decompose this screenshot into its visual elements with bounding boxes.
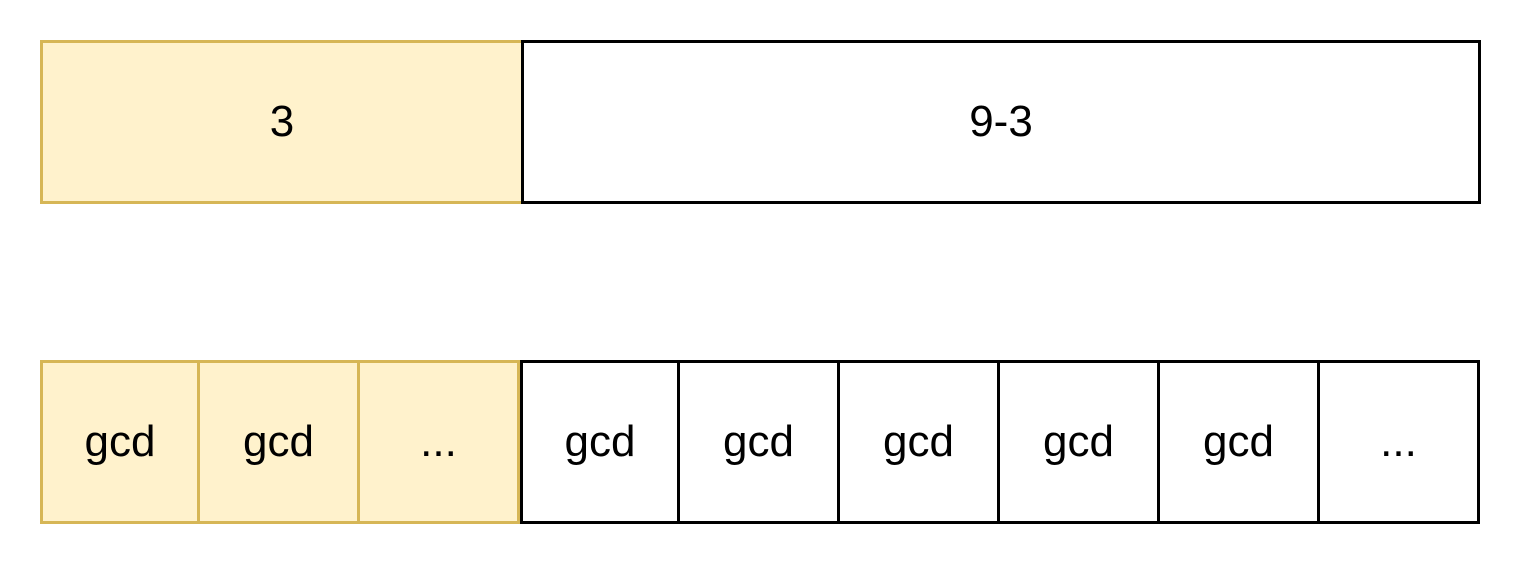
bottom-highlight-cell-1: gcd <box>40 360 200 524</box>
cell-label: gcd <box>1043 417 1114 466</box>
bottom-highlight-cell-2: gcd <box>200 360 360 524</box>
cell-label: ... <box>420 417 457 466</box>
cell-label: gcd <box>564 417 636 466</box>
bottom-row: gcd gcd ... gcd gcd gcd gcd gcd ... <box>40 360 1484 524</box>
bottom-plain-cell-4: gcd <box>1000 360 1160 524</box>
cell-label: gcd <box>883 417 954 466</box>
top-left-label: 3 <box>269 97 295 146</box>
bottom-plain-cell-3: gcd <box>840 360 1000 524</box>
cell-label: gcd <box>723 417 794 466</box>
bottom-plain-cell-6: ... <box>1320 360 1480 524</box>
bottom-plain-cell-5: gcd <box>1160 360 1320 524</box>
cell-label: gcd <box>1203 417 1274 466</box>
bottom-plain-cell-2: gcd <box>680 360 840 524</box>
bottom-plain-cell-1: gcd <box>520 360 680 524</box>
cell-label: ... <box>1380 417 1417 466</box>
cell-label: gcd <box>243 417 314 466</box>
top-right-label: 9-3 <box>969 97 1033 146</box>
top-right-block: 9-3 <box>521 40 1481 204</box>
cell-label: gcd <box>84 417 156 466</box>
bottom-highlight-cell-3: ... <box>360 360 520 524</box>
top-row: 3 9-3 <box>40 40 1484 204</box>
top-left-block: 3 <box>40 40 524 204</box>
